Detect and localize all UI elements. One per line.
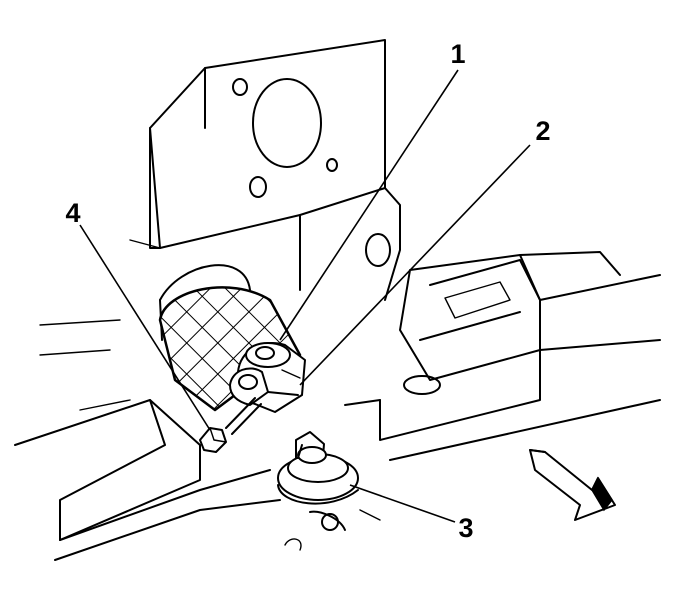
leader-line-3	[349, 484, 456, 523]
callout-1: 1	[450, 39, 465, 69]
part-4-bolt	[199, 397, 262, 453]
right-frame-bracket	[344, 251, 661, 461]
lower-frame-rail	[14, 319, 281, 561]
leader-line-2	[299, 144, 531, 386]
leader-line-1	[279, 69, 459, 341]
callout-3: 3	[458, 513, 473, 543]
direction-arrow	[529, 449, 616, 521]
part-3-sensor	[277, 431, 381, 551]
callout-2: 2	[535, 116, 550, 146]
part-1-valve-body	[229, 342, 306, 413]
upper-mounting-block	[129, 39, 401, 301]
callout-4: 4	[65, 198, 80, 228]
leader-line-4	[79, 224, 211, 431]
